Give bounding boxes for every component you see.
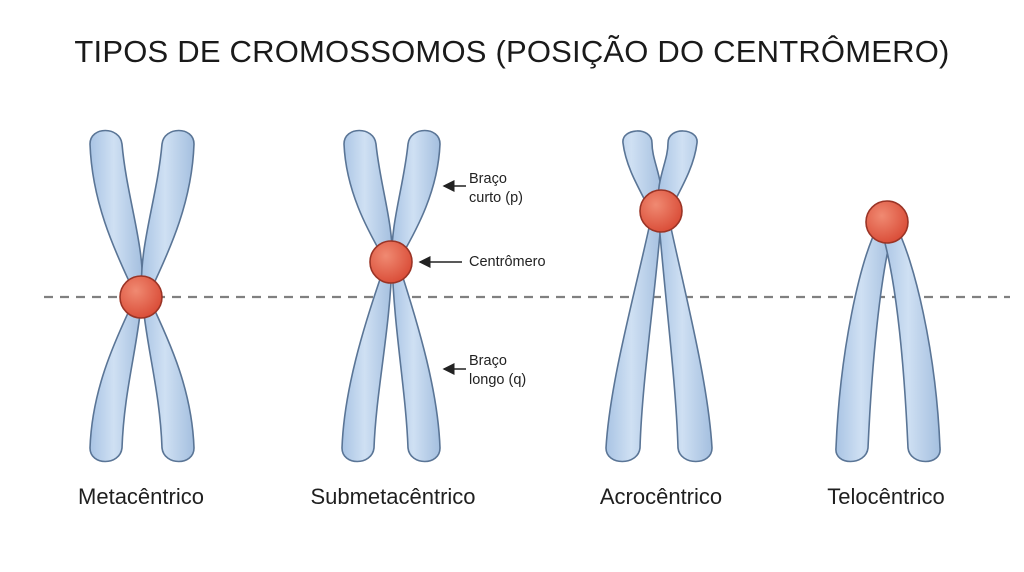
centromere (369, 240, 413, 284)
long-arm-label: Braço longo (q) (469, 352, 526, 390)
metacentric-label: Metacêntrico (78, 484, 204, 509)
long-arm-label-line1: Braço (469, 353, 507, 369)
diagram-title: TIPOS DE CROMOSSOMOS (POSIÇÃO DO CENTRÔM… (74, 34, 950, 69)
short-arm-label: Braço curto (p) (469, 170, 523, 208)
chromatid-right (881, 224, 941, 463)
acrocentric-label: Acrocêntrico (599, 484, 723, 509)
short-arm-label-line1: Braço (469, 171, 507, 187)
centromere-label: Centrômero (469, 254, 546, 270)
centromere (119, 275, 163, 319)
chromatid-right (657, 130, 713, 463)
telocentric-label: Telocêntrico (827, 484, 945, 509)
chromatid-left (835, 224, 893, 463)
submetacentric-label: Submetacêntrico (310, 484, 476, 509)
centromere (639, 189, 683, 233)
chromatid-left (605, 130, 663, 463)
submetacentric-chromosome (341, 129, 441, 463)
metacentric-chromosome (89, 129, 195, 463)
centromere (865, 200, 909, 244)
acrocentric-chromosome (605, 130, 713, 463)
telocentric-chromosome (835, 200, 941, 463)
long-arm-label-line2: longo (q) (469, 372, 527, 388)
short-arm-label-line2: curto (p) (469, 190, 523, 206)
